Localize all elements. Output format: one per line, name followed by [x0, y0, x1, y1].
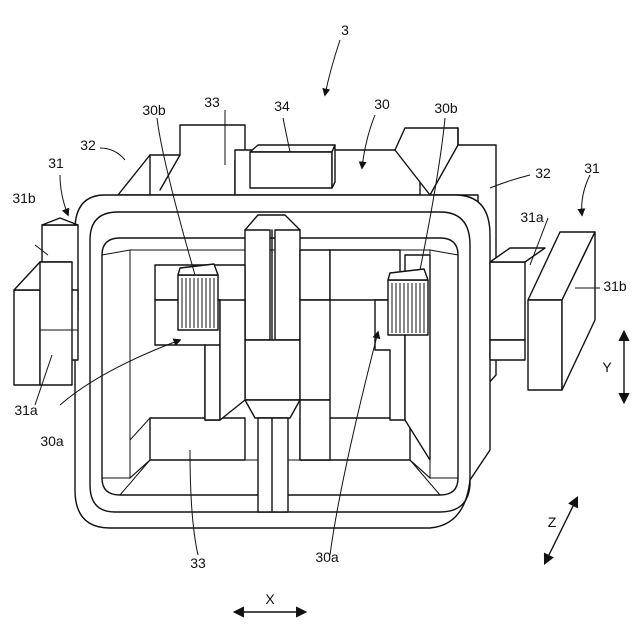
label-30: 30 — [374, 97, 390, 111]
lock-arm-right — [490, 232, 595, 390]
label-31b-right: 31b — [603, 279, 626, 293]
label-30b-left: 30b — [142, 103, 165, 117]
label-31a-right: 31a — [520, 210, 543, 224]
terminal-30b-left — [178, 264, 218, 330]
label-32-left: 32 — [80, 138, 96, 152]
label-34: 34 — [274, 99, 290, 113]
label-32-right: 32 — [535, 166, 551, 180]
axis-label-x: X — [265, 592, 274, 606]
label-31b-left: 31b — [12, 191, 35, 205]
lock-arm-left — [14, 218, 78, 385]
label-31-right: 31 — [584, 161, 600, 175]
label-30a-right: 30a — [315, 550, 338, 564]
label-31a-left: 31a — [14, 403, 37, 417]
label-31-left: 31 — [48, 156, 64, 170]
label-30b-right: 30b — [434, 101, 457, 115]
label-3: 3 — [341, 23, 349, 37]
label-33-bottom: 33 — [190, 556, 206, 570]
label-33-top: 33 — [204, 95, 220, 109]
axis-label-z: Z — [548, 515, 557, 529]
label-30a-left: 30a — [40, 434, 63, 448]
axis-label-y: Y — [602, 360, 611, 374]
terminal-30b-right — [388, 269, 428, 335]
